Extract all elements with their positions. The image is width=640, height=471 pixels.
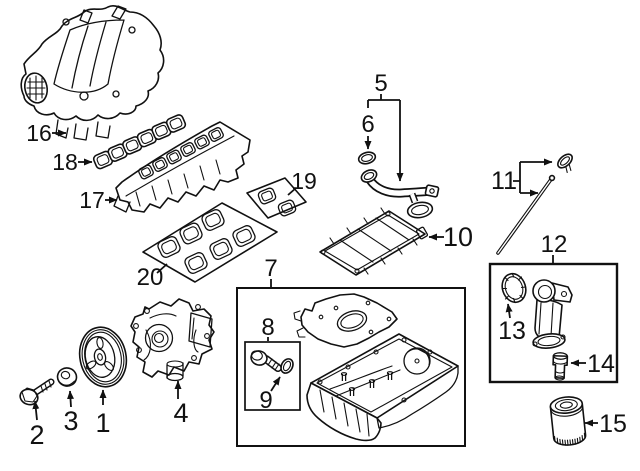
callout-20-number[interactable]: 20 <box>137 264 164 291</box>
callout-18[interactable]: 18 <box>52 149 93 175</box>
callout-13[interactable]: 13 <box>498 303 526 345</box>
filter-connector-art <box>552 352 569 381</box>
oil-filter-art <box>549 396 587 446</box>
drain-plug-art <box>250 350 282 372</box>
manifold-gasket-two-port-art <box>246 177 307 219</box>
oil-pan-art <box>306 333 459 442</box>
callout-3-number[interactable]: 3 <box>63 406 78 436</box>
pulley-washer-art <box>56 367 78 387</box>
callout-19[interactable]: 19 <box>287 168 317 196</box>
adapter-o-ring-art <box>501 272 527 304</box>
callout-12-number[interactable]: 12 <box>541 231 568 258</box>
oil-dipstick-art <box>496 153 573 255</box>
callout-15-number[interactable]: 15 <box>599 410 627 438</box>
callout-15[interactable]: 15 <box>584 410 627 438</box>
oil-pan-studs <box>340 371 394 396</box>
callout-18-number[interactable]: 18 <box>52 149 78 175</box>
oil-pan-kit-box <box>236 287 466 447</box>
callout-6[interactable]: 6 <box>361 111 375 150</box>
callout-10[interactable]: 10 <box>428 222 473 252</box>
oil-pickup-tube-art <box>360 169 440 219</box>
callout-11-number[interactable]: 11 <box>491 167 517 195</box>
callout-16[interactable]: 16 <box>26 120 67 146</box>
callout-2[interactable]: 2 <box>29 400 45 450</box>
callout-7-number[interactable]: 7 <box>264 255 277 282</box>
callout-20[interactable]: 20 <box>137 263 168 291</box>
callout-5[interactable]: 5 <box>367 70 404 182</box>
callout-10-number[interactable]: 10 <box>443 222 473 252</box>
oil-pan-baffle-art <box>293 293 398 348</box>
callout-12[interactable]: 12 <box>541 231 568 263</box>
callout-9[interactable]: 9 <box>259 376 281 414</box>
manifold-gasket-six-port-art <box>142 202 278 283</box>
upper-intake-manifold-art <box>20 5 165 141</box>
callout-8-number[interactable]: 8 <box>261 314 274 341</box>
callout-6-number[interactable]: 6 <box>361 111 374 138</box>
callout-9-number[interactable]: 9 <box>259 387 272 414</box>
callout-11[interactable]: 11 <box>491 158 553 197</box>
callout-14[interactable]: 14 <box>570 350 615 378</box>
callout-1[interactable]: 1 <box>95 389 111 438</box>
upper-manifold-gasket-art <box>92 114 187 170</box>
callout-14-number[interactable]: 14 <box>587 350 615 378</box>
oil-filter-adapter-kit-box <box>488 262 619 384</box>
drain-plug-kit-box <box>244 341 301 411</box>
callout-4[interactable]: 4 <box>173 380 189 428</box>
callout-3[interactable]: 3 <box>63 390 79 436</box>
drain-plug-gasket-art <box>280 358 294 374</box>
windage-tray-art <box>319 207 429 276</box>
callout-7[interactable]: 7 <box>264 255 278 287</box>
lower-intake-manifold-art <box>113 121 251 213</box>
crankshaft-pulley-art <box>78 326 128 388</box>
callout-17-number[interactable]: 17 <box>79 187 105 213</box>
callout-13-number[interactable]: 13 <box>498 317 526 345</box>
callout-17[interactable]: 17 <box>79 187 118 213</box>
oil-pump-art <box>130 298 215 382</box>
callout-5-number[interactable]: 5 <box>374 70 387 97</box>
callout-16-number[interactable]: 16 <box>26 120 52 146</box>
callout-8[interactable]: 8 <box>261 314 275 341</box>
callout-2-number[interactable]: 2 <box>29 420 44 450</box>
callout-19-number[interactable]: 19 <box>291 168 317 194</box>
pickup-tube-o-ring-art <box>357 151 377 165</box>
callout-4-number[interactable]: 4 <box>173 398 188 428</box>
oil-filter-adapter-art <box>532 279 573 349</box>
callout-1-number[interactable]: 1 <box>95 408 110 438</box>
